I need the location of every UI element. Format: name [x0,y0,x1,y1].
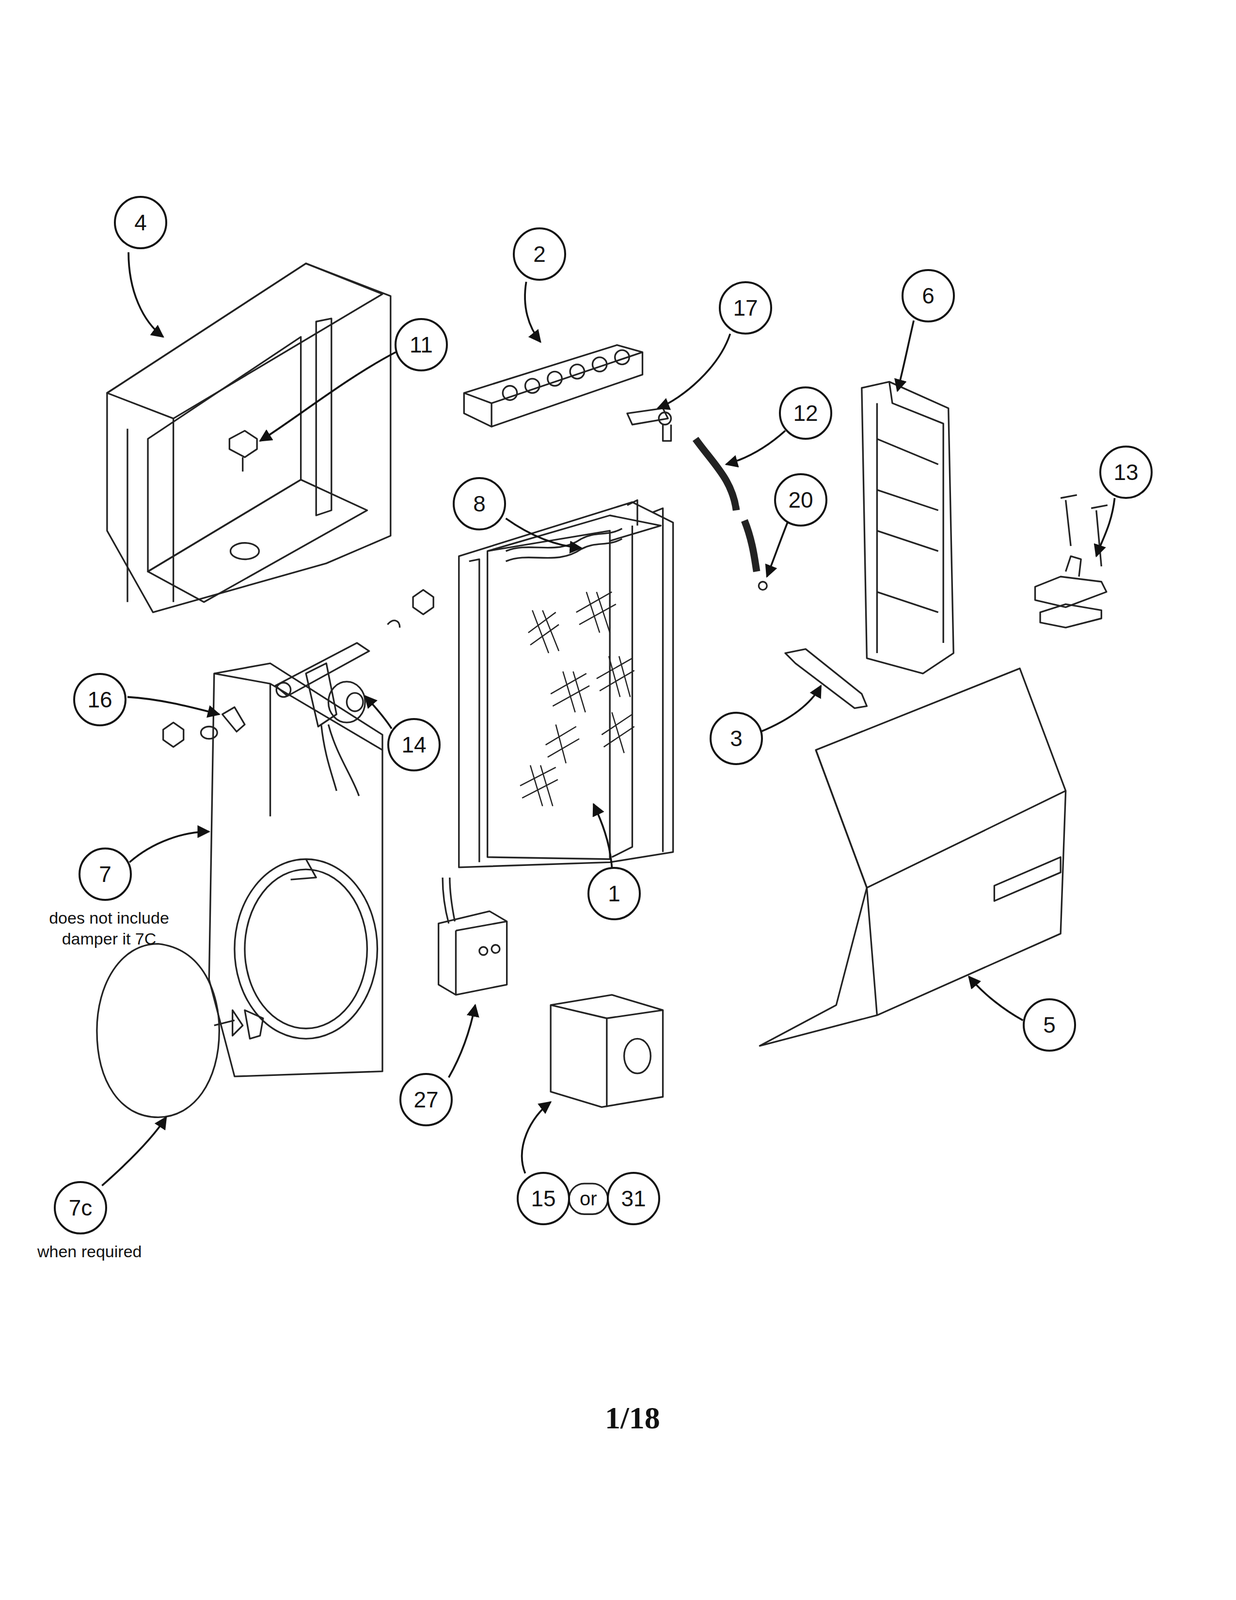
callout-number: 8 [473,492,486,515]
callout-circle: 13 [1099,445,1153,499]
callout-circle: 3 [709,711,763,765]
callout-number: 1 [607,882,621,905]
callout-number: 6 [921,284,935,307]
callout-number: 13 [1113,460,1139,484]
note-text: when required [37,1240,142,1262]
callout-number: 15 [530,1187,556,1210]
callout-circle: 17 [718,281,773,335]
callout-number: 3 [729,727,743,750]
page-number: 1/18 [604,1398,661,1438]
callout-circle: 5 [1022,998,1077,1052]
callout-circle: 15 [516,1171,571,1225]
callout-circle: 2 [512,227,567,281]
callout-number: 5 [1043,1013,1056,1036]
callout-circle: 7c [53,1180,108,1235]
callout-circle: 11 [394,317,448,372]
callout-number: 7c [68,1196,93,1219]
callout-number: 11 [409,333,433,356]
callout-circle: 7 [78,847,132,901]
callout-number: 12 [792,401,818,425]
callout-circle: 16 [73,672,127,727]
callout-circle: 1 [587,866,641,920]
callout-circle: 8 [452,476,507,531]
callout-circle: 14 [387,717,441,772]
callout-circle: 12 [778,386,833,440]
note-text: does not include damper it 7C [29,907,190,949]
callout-number: 27 [413,1088,439,1111]
callout-circle: 27 [399,1072,453,1126]
callout-number: 17 [732,296,758,319]
callout-number: 2 [533,242,546,266]
callout-number: 31 [620,1187,646,1210]
callout-number: 4 [134,211,147,234]
callout-circle: 4 [113,195,168,250]
callout-circle: 31 [606,1171,661,1225]
callout-circle: 20 [774,473,828,527]
callout-number: 7 [98,862,112,886]
callout-number: 16 [87,688,112,711]
conjunction-text: or [579,1186,598,1211]
callout-number: 20 [788,488,813,511]
callout-number: 14 [401,733,427,756]
callout-circle: 6 [901,269,955,323]
